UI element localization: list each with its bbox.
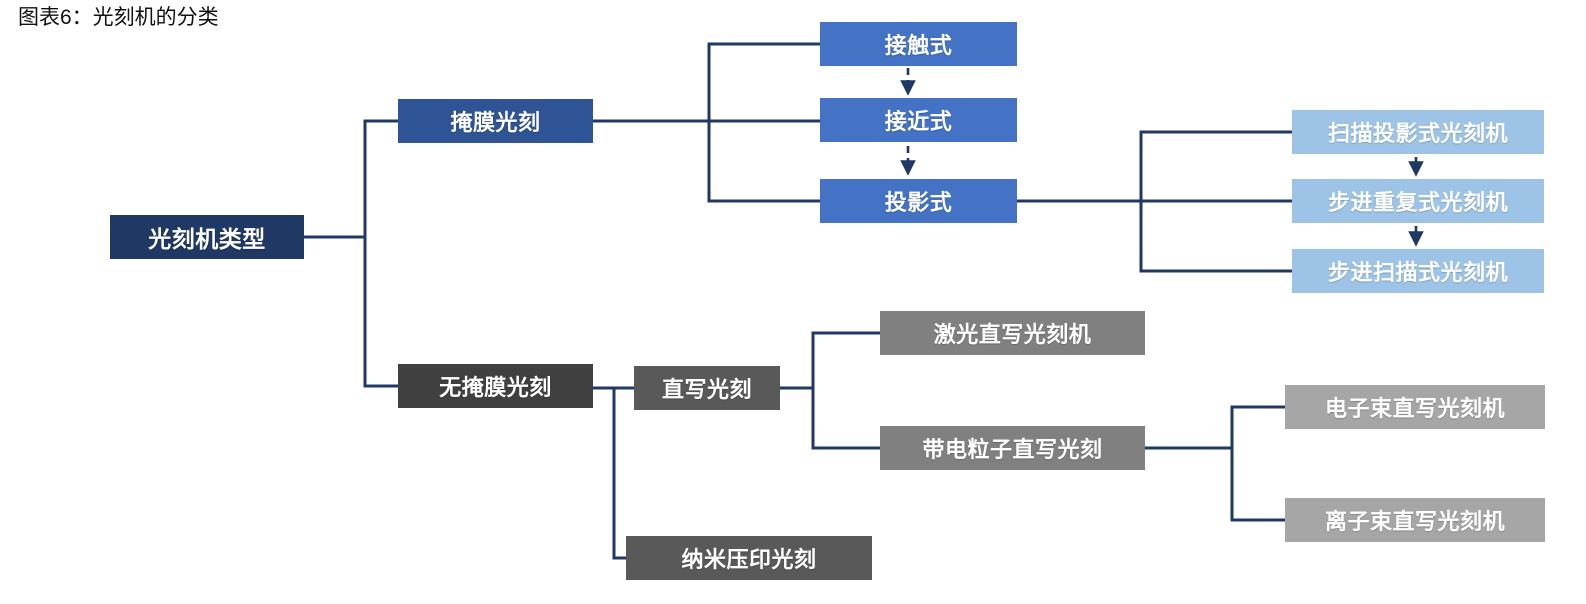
node-contact[interactable]: 接触式: [820, 22, 1017, 66]
node-charged-particle-direct-write[interactable]: 带电粒子直写光刻: [880, 426, 1145, 470]
node-label: 接近式: [884, 109, 953, 134]
node-label: 激光直写光刻机: [933, 322, 1092, 347]
node-label: 直写光刻: [661, 377, 752, 402]
node-mask-lithography[interactable]: 掩膜光刻: [398, 99, 593, 143]
node-root[interactable]: 光刻机类型: [110, 215, 304, 259]
node-ion-beam-direct-write[interactable]: 离子束直写光刻机: [1285, 498, 1545, 542]
node-electron-beam-direct-write[interactable]: 电子束直写光刻机: [1285, 385, 1545, 429]
node-label: 光刻机类型: [148, 226, 266, 252]
node-scan-projection-stepper[interactable]: 扫描投影式光刻机: [1292, 110, 1544, 154]
node-projection[interactable]: 投影式: [820, 179, 1017, 223]
node-label: 掩膜光刻: [450, 110, 541, 135]
node-label: 带电粒子直写光刻: [922, 437, 1103, 462]
page-title: 图表6：光刻机的分类: [18, 6, 219, 29]
node-proximity[interactable]: 接近式: [820, 98, 1017, 142]
node-label: 投影式: [884, 190, 953, 215]
node-label: 扫描投影式光刻机: [1327, 121, 1508, 146]
node-label: 接触式: [884, 33, 953, 58]
node-nanoimprint[interactable]: 纳米压印光刻: [626, 536, 872, 580]
node-step-and-scan-stepper[interactable]: 步进扫描式光刻机: [1292, 249, 1544, 293]
node-laser-direct-write[interactable]: 激光直写光刻机: [880, 311, 1145, 355]
node-label: 步进重复式光刻机: [1327, 190, 1508, 215]
node-direct-write[interactable]: 直写光刻: [634, 366, 780, 410]
node-label: 无掩膜光刻: [439, 375, 552, 400]
node-label: 离子束直写光刻机: [1324, 509, 1505, 534]
node-step-and-repeat-stepper[interactable]: 步进重复式光刻机: [1292, 179, 1544, 223]
node-label: 步进扫描式光刻机: [1327, 260, 1508, 285]
node-label: 纳米压印光刻: [681, 547, 817, 572]
node-maskless-lithography[interactable]: 无掩膜光刻: [398, 364, 593, 408]
node-label: 电子束直写光刻机: [1324, 396, 1505, 421]
